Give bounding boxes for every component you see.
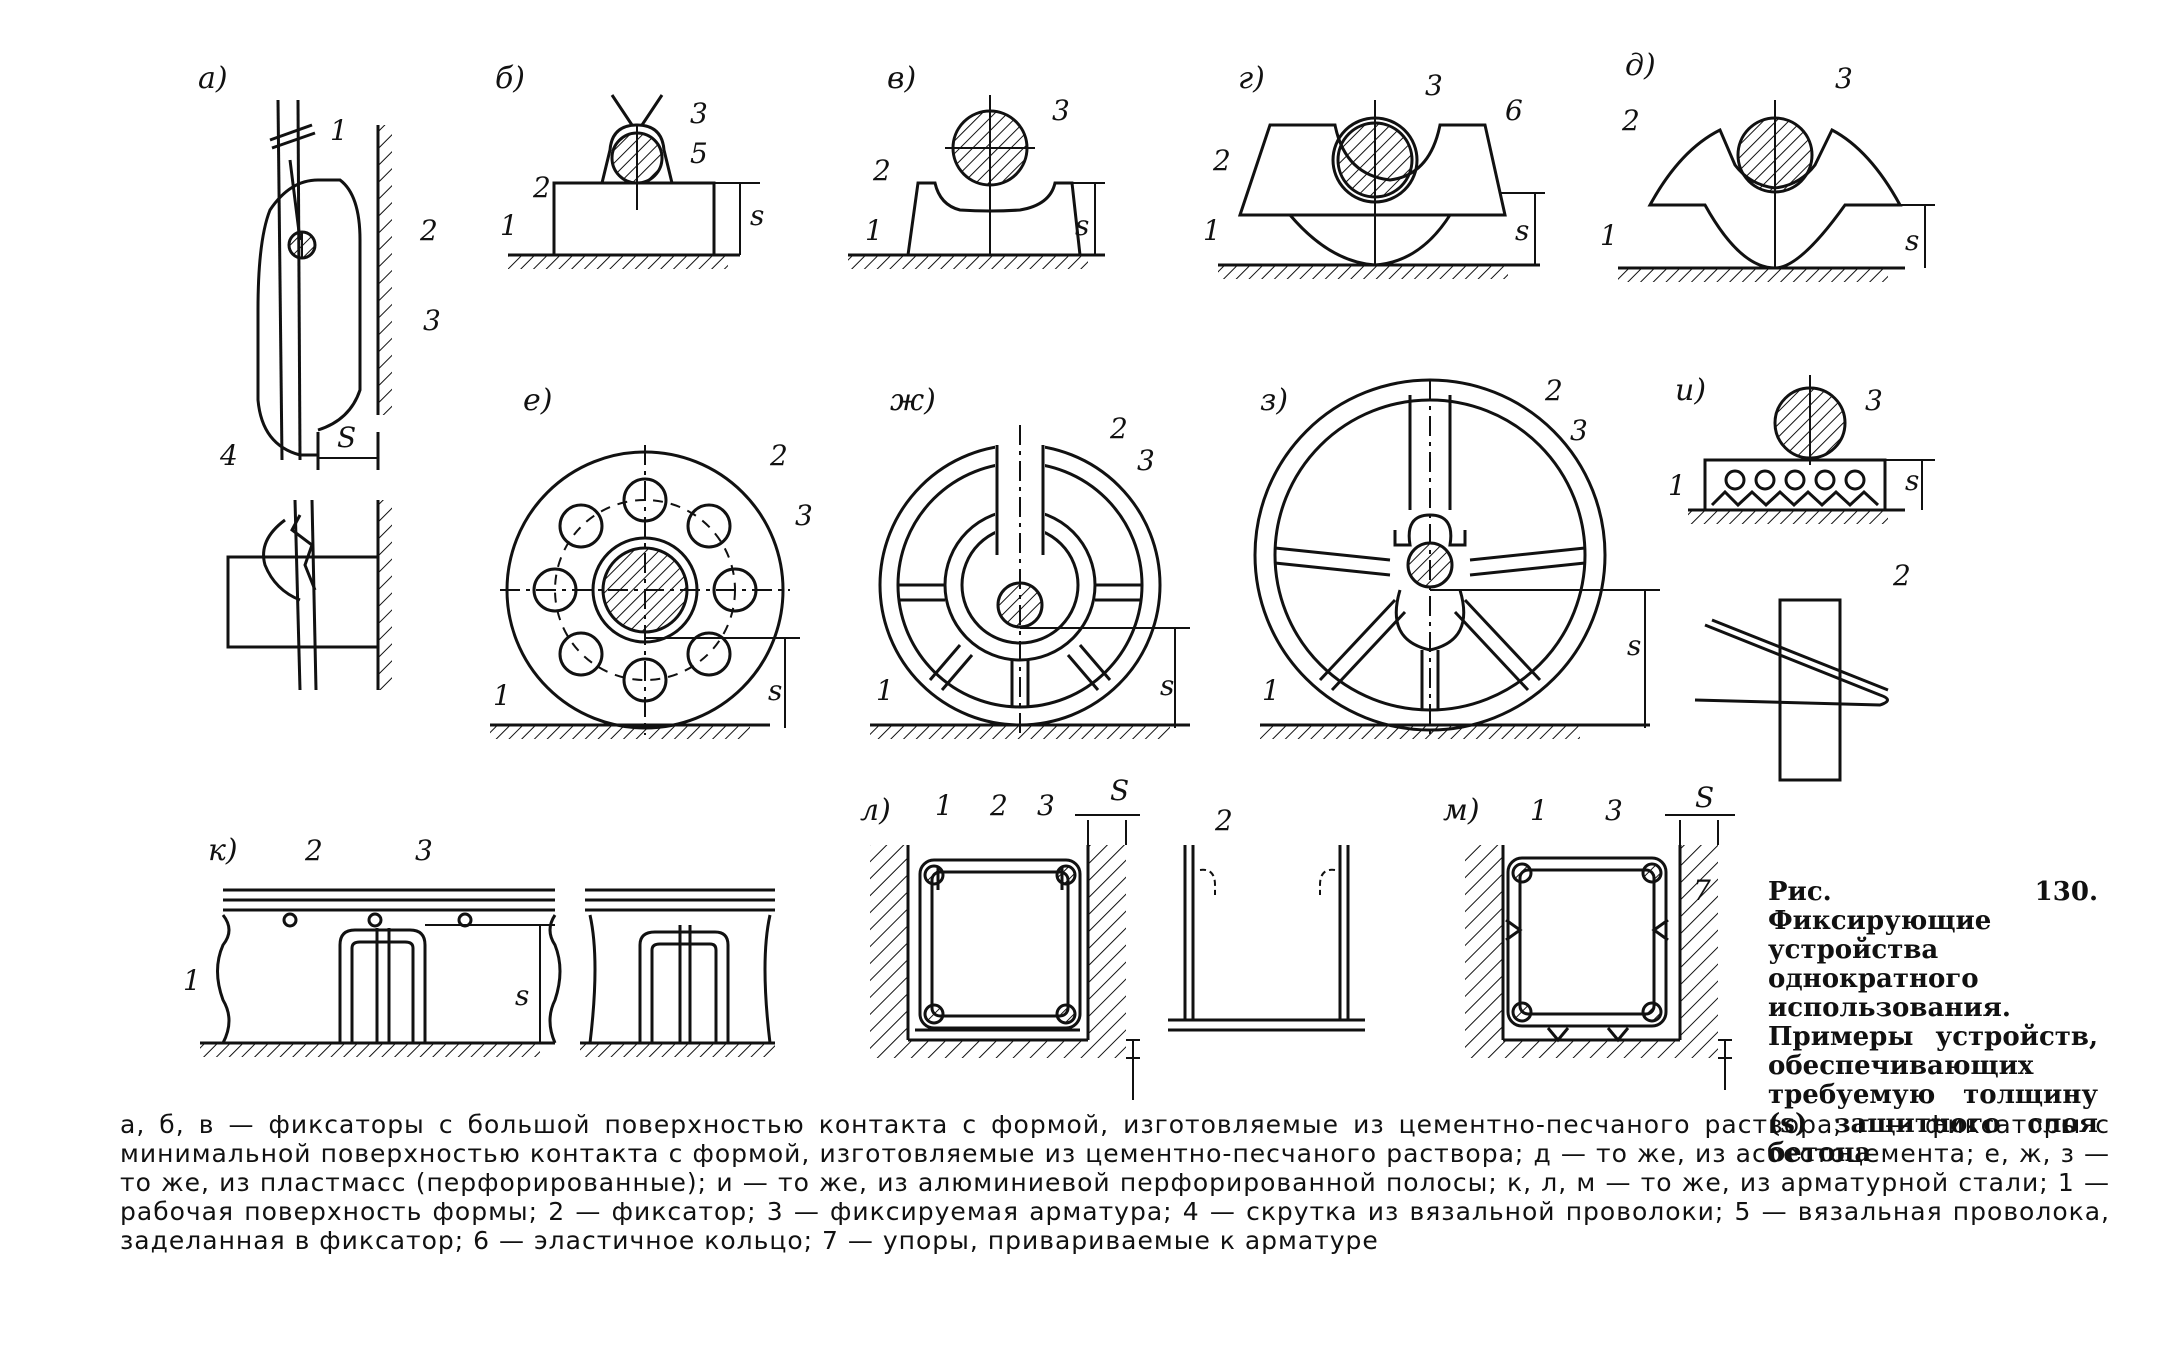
- dim-label: s: [1515, 214, 1529, 247]
- panel-label-l: л): [860, 793, 891, 828]
- part-num: 2: [1621, 104, 1640, 137]
- panel-label-k: к): [208, 833, 238, 868]
- panel-label-a: а): [198, 61, 228, 96]
- part-num: 2: [769, 439, 788, 472]
- panel-label-zh: ж): [890, 383, 936, 418]
- part-num: 2: [1212, 144, 1231, 177]
- part-num: 3: [1570, 414, 1588, 447]
- dim-label: S: [337, 421, 356, 454]
- part-num: 3: [795, 499, 813, 532]
- part-num: 1: [493, 679, 511, 712]
- panel-k: [200, 888, 775, 1057]
- dim-label: S: [1695, 781, 1714, 814]
- dim-label: s: [1075, 209, 1089, 242]
- panel-a: [226, 99, 392, 691]
- part-num: 4: [219, 439, 238, 472]
- part-num: 2: [1214, 804, 1233, 837]
- dim-label: s: [768, 674, 782, 707]
- panel-b: [508, 94, 760, 269]
- part-num: 3: [1037, 789, 1055, 822]
- part-num: 3: [1137, 444, 1155, 477]
- dim-label: s: [1905, 224, 1919, 257]
- part-num: 2: [304, 834, 323, 867]
- part-num: 2: [1109, 412, 1128, 445]
- part-num: 3: [1605, 794, 1623, 827]
- dim-label: S: [1110, 774, 1129, 807]
- dim-label: s: [1627, 629, 1641, 662]
- part-num: 1: [865, 214, 883, 247]
- panel-m: [1465, 814, 1735, 1090]
- part-num: 2: [1892, 559, 1911, 592]
- panel-label-e: е): [523, 383, 552, 418]
- part-num: 2: [419, 214, 438, 247]
- panel-label-i: и): [1675, 373, 1706, 408]
- dim-label: s: [515, 979, 529, 1012]
- part-num: 1: [500, 209, 518, 242]
- panel-v: [848, 95, 1105, 269]
- part-num: 2: [989, 789, 1008, 822]
- part-num: 6: [1505, 94, 1523, 127]
- panel-l: [870, 814, 1365, 1100]
- legend-parts: 1 — рабочая поверхность формы; 2 — фикса…: [120, 1168, 2110, 1255]
- panel-label-m: м): [1443, 793, 1480, 828]
- part-num: 1: [183, 964, 201, 997]
- dim-label: s: [750, 199, 764, 232]
- panel-e: [490, 445, 800, 739]
- legend-materials: а, б, в — фиксаторы с большой поверхност…: [120, 1110, 2110, 1197]
- dim-label: s: [1160, 669, 1174, 702]
- part-num: 2: [872, 154, 891, 187]
- part-num: 3: [1425, 69, 1443, 102]
- panel-label-d: д): [1625, 48, 1656, 83]
- panel-label-z: з): [1260, 383, 1288, 418]
- part-num: 2: [1544, 374, 1563, 407]
- part-num: 3: [1865, 384, 1883, 417]
- part-num: 2: [532, 171, 551, 204]
- panel-label-g: г): [1238, 61, 1265, 96]
- part-num: 3: [1052, 94, 1070, 127]
- part-num: 5: [690, 137, 708, 170]
- part-num: 3: [423, 304, 441, 337]
- part-num: 7: [1693, 874, 1711, 907]
- figure-legend: а, б, в — фиксаторы с большой поверхност…: [120, 1110, 2110, 1255]
- panel-label-v: в): [887, 61, 916, 96]
- part-num: 1: [1203, 214, 1221, 247]
- panel-zh: [870, 425, 1190, 739]
- figure-caption: Рис. 130. Фиксирующие устройства однокра…: [1768, 877, 2098, 1168]
- part-num: 1: [330, 114, 348, 147]
- panel-i: [1688, 375, 1935, 782]
- panel-d: [1618, 100, 1935, 282]
- dim-label: s: [1905, 464, 1919, 497]
- part-num: 1: [876, 674, 894, 707]
- part-num: 3: [690, 97, 708, 130]
- part-num: 1: [935, 789, 953, 822]
- part-num: 3: [415, 834, 433, 867]
- part-num: 3: [1835, 62, 1853, 95]
- part-num: 1: [1262, 674, 1280, 707]
- panel-g: [1218, 100, 1545, 279]
- part-num: 1: [1668, 469, 1686, 502]
- part-num: 1: [1600, 219, 1618, 252]
- part-num: 1: [1530, 794, 1548, 827]
- panel-label-b: б): [495, 61, 525, 96]
- panel-z: [1253, 378, 1660, 739]
